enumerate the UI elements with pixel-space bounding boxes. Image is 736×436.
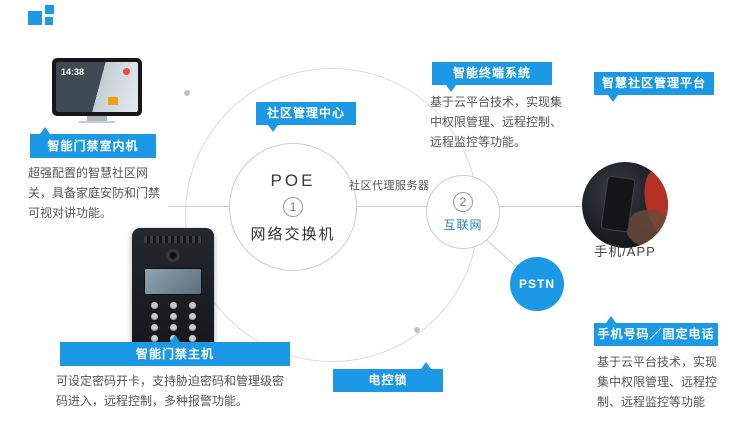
tag-indoor-unit: 智能门禁室内机 — [30, 127, 156, 158]
keypad-key — [188, 302, 196, 310]
tag-pointer — [606, 316, 616, 323]
keypad-key — [188, 324, 196, 332]
smartphone-screen — [609, 176, 612, 194]
tag-terminal-system-label: 智能终端系统 — [452, 66, 531, 80]
proxy-server-label: 社区代理服务器 — [349, 180, 430, 192]
mobile-app-label: 手机/APP — [594, 244, 656, 259]
tag-door-host-label: 智能门禁主机 — [135, 347, 214, 361]
speaker-grille — [144, 236, 202, 244]
door-host-screen — [144, 268, 202, 296]
tag-phone-line-label: 手机号码／固定电话 — [597, 327, 715, 341]
keypad-key — [188, 335, 196, 343]
camera-lens-icon — [166, 249, 180, 263]
tag-terminal-system: 智能终端系统 — [432, 62, 552, 92]
tag-phone-line: 手机号码／固定电话 — [594, 316, 718, 346]
ring-node-dot — [414, 327, 420, 333]
step-1-badge: 1 — [283, 196, 303, 217]
keypad-key — [150, 302, 158, 310]
indoor-unit-description: 超强配置的智慧社区网关，具备家庭安防和门禁可视对讲功能。 — [28, 166, 161, 220]
keypad-key — [150, 324, 158, 332]
indoor-unit-app-tile — [108, 97, 118, 105]
tag-pointer — [40, 127, 50, 134]
tablet-stand — [87, 116, 107, 121]
terminal-system-description: 基于云平台技术，实现集中权限管理、远程控制、远程监控等功能。 — [430, 95, 563, 149]
tag-community-platform-label: 智慧社区管理平台 — [601, 76, 706, 90]
keypad-key — [150, 335, 158, 343]
tag-management-center: 社区管理中心 — [256, 102, 356, 132]
phone-line-description: 基于云平台技术，实现集中权限管理、远程控制、远程监控等功能 — [597, 355, 718, 409]
indoor-unit-status-dot — [123, 68, 130, 75]
photo-hand — [626, 210, 668, 246]
keypad-key — [169, 324, 177, 332]
pstn-node: PSTN — [510, 257, 564, 311]
brand-logo-icon — [28, 2, 64, 28]
step-2-badge: 2 — [453, 191, 473, 212]
pstn-label: PSTN — [518, 277, 555, 291]
tag-pointer — [170, 335, 180, 342]
logo-square — [45, 17, 53, 25]
keypad-key — [188, 313, 196, 321]
tag-door-host: 智能门禁主机 — [60, 335, 290, 366]
main-connector-line — [168, 206, 588, 207]
tag-community-platform: 智慧社区管理平台 — [594, 72, 714, 102]
poe-switch-node: POE 1 网络交换机 — [229, 143, 357, 271]
ring-node-dot — [184, 90, 190, 96]
keypad-key — [150, 313, 158, 321]
tag-electric-lock-label: 电控锁 — [368, 373, 408, 387]
internet-label: 互联网 — [443, 217, 483, 232]
tablet-base — [79, 121, 115, 123]
tag-pointer — [268, 125, 278, 132]
tag-pointer — [421, 362, 431, 369]
logo-square — [45, 5, 54, 14]
logo-square — [28, 11, 42, 25]
tag-indoor-unit-label: 智能门禁室内机 — [47, 139, 139, 153]
switch-label: 网络交换机 — [250, 225, 336, 243]
indoor-unit-clock: 14:38 — [61, 67, 85, 77]
internet-node: 2 互联网 — [426, 175, 500, 249]
indoor-unit-screen: 14:38 — [56, 62, 138, 112]
keypad-key — [169, 302, 177, 310]
tag-pointer — [446, 85, 456, 92]
tag-electric-lock: 电控锁 — [333, 362, 443, 392]
poe-label: POE — [270, 170, 316, 190]
tag-management-center-label: 社区管理中心 — [266, 106, 345, 120]
door-host-description: 可设定密码开卡，支持胁迫密码和管理级密码进入，远程控制，多种报警功能。 — [56, 374, 285, 408]
indoor-unit-device: 14:38 — [52, 58, 142, 116]
tag-pointer — [608, 95, 618, 102]
keypad-key — [169, 313, 177, 321]
mobile-app-photo — [582, 162, 668, 248]
door-host-device — [132, 228, 214, 352]
